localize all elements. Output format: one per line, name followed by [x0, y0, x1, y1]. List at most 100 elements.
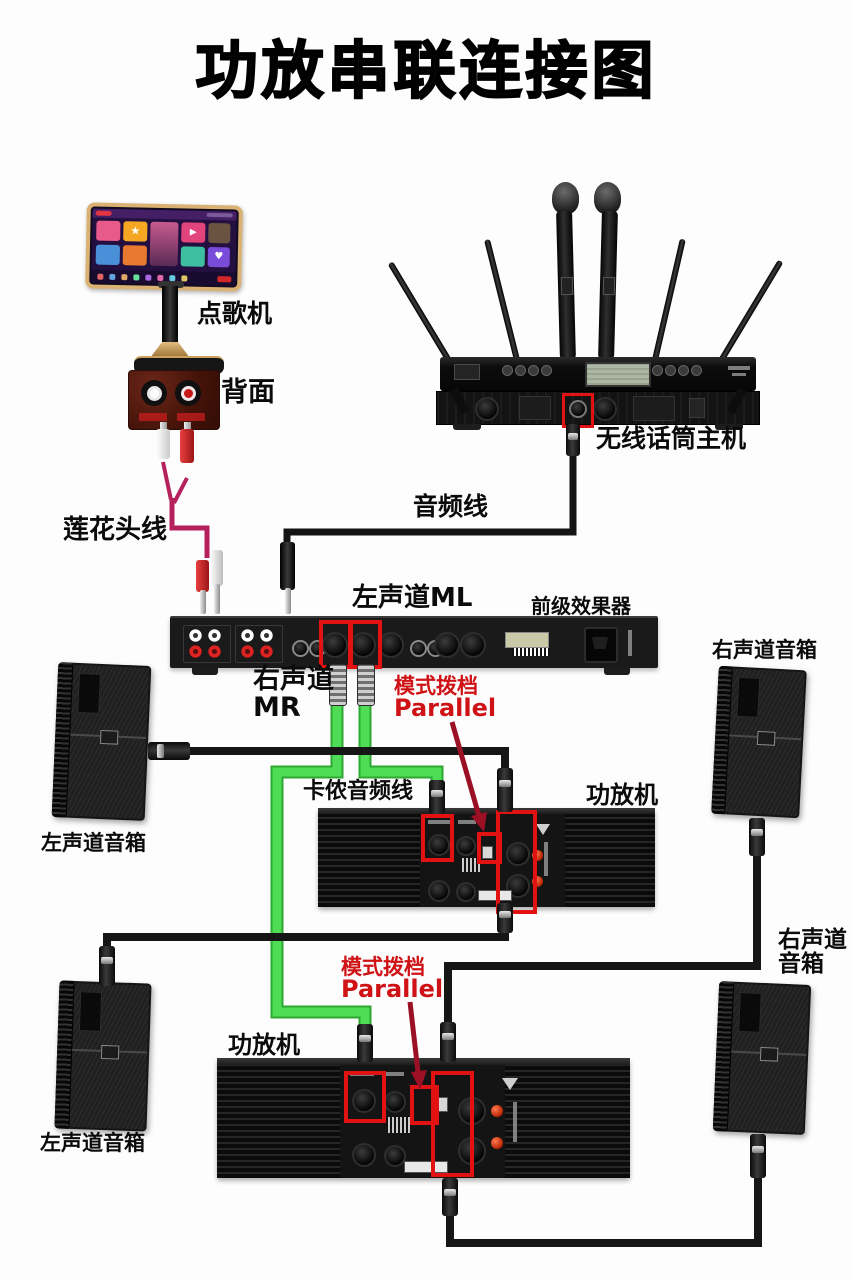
- rca-plug-tip: [214, 584, 220, 614]
- label-rca-cable: 莲花头线: [63, 515, 168, 545]
- karaoke-tile: [180, 246, 206, 267]
- binding-post: [491, 1105, 503, 1117]
- green-xlr-into-amp2: [357, 1024, 373, 1062]
- xlr-link-b: [384, 1145, 406, 1167]
- antenna-icon: [387, 261, 454, 366]
- karaoke-tile: [122, 245, 148, 266]
- warning-triangle-icon: [536, 824, 550, 835]
- highlight-amp1-mode-switch: [477, 832, 502, 864]
- rca-group: [235, 625, 283, 663]
- karaoke-topbar-badge: [95, 210, 112, 216]
- label-right-channel-line1: 右声道: [253, 664, 334, 695]
- audio-plug-lower: [280, 542, 295, 590]
- label-mode1-parallel: Parallel: [394, 694, 497, 722]
- panel-button: [678, 365, 689, 376]
- label-speaker-bottom-left: 左声道音箱: [40, 1131, 145, 1155]
- xlr-into-bottom-left-speaker: [99, 946, 115, 986]
- warning-triangle-icon: [502, 1078, 518, 1090]
- karaoke-topbar-menu: [206, 212, 233, 218]
- karaoke-pole-flare: [150, 342, 190, 358]
- xlr-at-left-speaker: [148, 742, 190, 760]
- power-inlet-socket: [592, 637, 608, 649]
- mode-switch: [482, 846, 493, 859]
- panel-button: [515, 365, 526, 376]
- label-mode2-parallel: Parallel: [341, 975, 444, 1003]
- heart-icon: ♥: [207, 246, 231, 268]
- label-left-channel: 左声道ML: [352, 583, 473, 613]
- panel-text: [428, 820, 450, 824]
- label-speaker-top-right: 右声道音箱: [712, 638, 817, 662]
- black-xlr-out-amp1: [497, 903, 513, 933]
- karaoke-pole: [162, 286, 178, 348]
- xlr-connector-metal: [357, 664, 375, 706]
- power-inlet: [584, 627, 618, 663]
- rca-out-red: [241, 645, 254, 658]
- black-xlr-into-amp2: [440, 1022, 456, 1062]
- xlr-output-jack: [593, 397, 617, 421]
- label-xlr-cable: 卡侬音频线: [303, 779, 414, 804]
- microphone-head: [594, 182, 621, 214]
- karaoke-hinge: [158, 281, 184, 288]
- speaker-grille: [726, 983, 810, 1133]
- label-audio-cable: 音频线: [413, 492, 489, 521]
- label-speaker-top-left: 左声道音箱: [41, 831, 146, 855]
- mode1-arrow: [449, 721, 482, 817]
- panel-button: [502, 365, 513, 376]
- rca-in-red: [189, 645, 202, 658]
- mic-host-front-panel: [440, 357, 756, 391]
- warning-sticker: [505, 632, 549, 648]
- speaker-cable-bottom-left: [103, 903, 509, 952]
- rca-plug-tip: [200, 590, 206, 614]
- rca-wire-white: [161, 461, 173, 501]
- back-module: [689, 398, 705, 418]
- back-module: [519, 396, 551, 420]
- xlr-input-a: [428, 834, 450, 856]
- speaker-top-left: [51, 662, 152, 821]
- brand-mark: [728, 366, 750, 370]
- binding-post: [532, 876, 543, 887]
- xlr-link-a: [384, 1091, 406, 1113]
- barcode: [512, 648, 550, 656]
- model-text-vertical: [513, 1102, 517, 1142]
- xlr-output: [322, 632, 348, 658]
- xlr-link-b: [456, 882, 476, 902]
- panel-text: [384, 1072, 404, 1076]
- xlr-output-jack: [475, 397, 499, 421]
- antenna-icon: [652, 238, 686, 361]
- audio-plug-tip: [285, 588, 291, 614]
- rca-plug-red: [180, 429, 194, 463]
- xlr-output: [350, 632, 376, 658]
- microphone-1: [556, 210, 576, 360]
- mic-host-back-panel: [436, 387, 760, 430]
- label-speaker-bottom-right: 右声道 音箱: [778, 928, 847, 976]
- xlr-connector-metal: [329, 664, 347, 706]
- fx-foot: [604, 668, 630, 675]
- panel-button: [652, 365, 663, 376]
- label-effects: 前级效果器: [531, 594, 631, 618]
- fan-grille: [565, 814, 655, 907]
- rca-in-white: [189, 629, 202, 642]
- rca-plug-tip: [184, 422, 191, 430]
- panel-button: [665, 365, 676, 376]
- speaker-grille: [724, 668, 805, 817]
- star-icon: ★: [123, 221, 148, 242]
- highlight-amp2-input: [344, 1071, 386, 1123]
- microphone-2: [598, 210, 618, 360]
- karaoke-tile: [95, 244, 121, 266]
- fan-grille: [217, 1065, 340, 1178]
- rca-jack-white: [141, 380, 167, 406]
- rca-out-red: [260, 645, 273, 658]
- xlr-input-b: [428, 880, 450, 902]
- rca-jack-red: [175, 380, 201, 406]
- karaoke-base: [134, 356, 224, 374]
- antenna-icon: [484, 238, 520, 361]
- page-title: 功放串联连接图: [194, 34, 658, 107]
- rca-wire-red: [172, 477, 189, 504]
- brand-mark-vertical: [628, 630, 632, 656]
- mix-output-jack: [569, 400, 587, 418]
- karaoke-back-panel: [128, 370, 220, 430]
- xlr-below-top-right-speaker: [749, 818, 765, 856]
- black-xlr-into-amp1: [497, 768, 513, 812]
- xlr-input-a: [352, 1089, 376, 1113]
- highlight-amp1-outputs: [496, 810, 537, 914]
